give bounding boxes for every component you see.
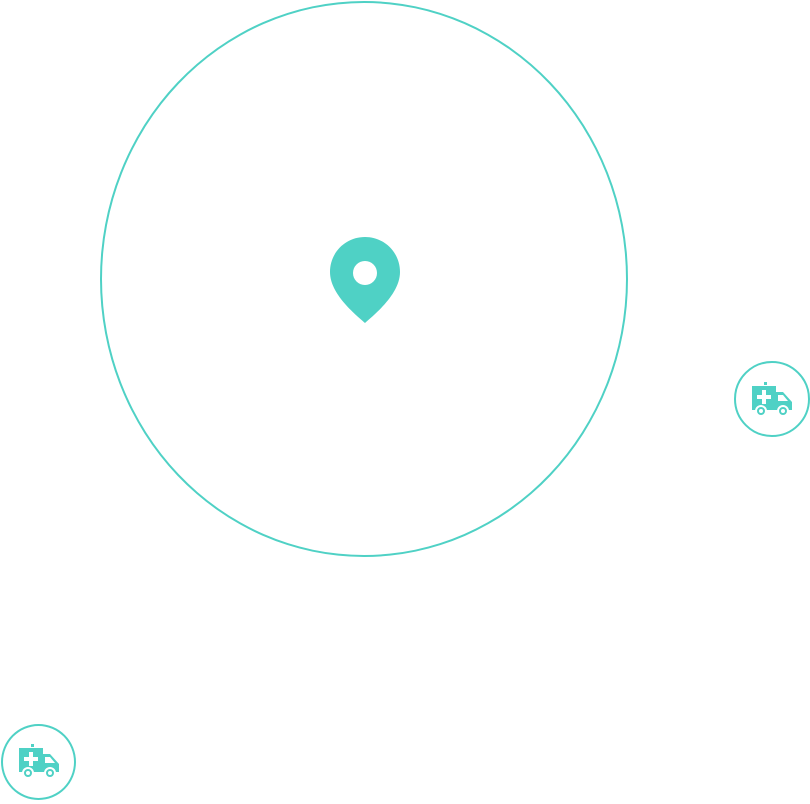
ambulance-icon: [752, 382, 792, 417]
search-radius-circle: [100, 1, 628, 557]
ambulance-icon: [19, 744, 59, 779]
ambulance-marker[interactable]: [1, 724, 76, 800]
ambulance-marker[interactable]: [734, 361, 810, 437]
location-pin-icon[interactable]: [329, 236, 401, 326]
